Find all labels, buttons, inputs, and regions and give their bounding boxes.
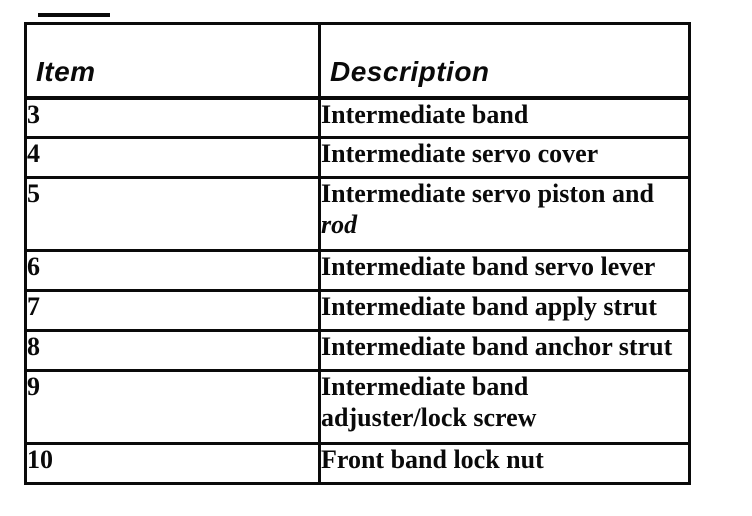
description-line1: Front band lock nut (321, 445, 544, 475)
description-cell: Intermediate servo cover (318, 136, 691, 179)
item-cell: 3 (24, 96, 321, 139)
description-cell: Front band lock nut (318, 442, 691, 485)
item-cell: 10 (24, 442, 321, 485)
description-cell: Intermediate band adjuster/lock screw (318, 369, 691, 445)
item-cell: 6 (24, 249, 321, 292)
description-cell: Intermediate servo piston and rod (318, 176, 691, 252)
table-row: 10 Front band lock nut (24, 442, 691, 485)
description-cell: Intermediate band (318, 96, 691, 139)
description-line1: Intermediate band anchor strut (321, 332, 673, 362)
description-line1: Intermediate band servo lever (321, 252, 656, 282)
description-cell: Intermediate band apply strut (318, 289, 691, 332)
header-row: Item Description (24, 22, 691, 100)
table-row: 6 Intermediate band servo lever (24, 249, 691, 292)
description-line1: Intermediate band apply strut (321, 292, 657, 322)
item-cell: 8 (24, 329, 321, 372)
table-row: 3 Intermediate band (24, 96, 691, 139)
table-row: 4 Intermediate servo cover (24, 136, 691, 179)
scan-artifact-mark (38, 13, 110, 17)
table-row: 9 Intermediate band adjuster/lock screw (24, 369, 691, 445)
description-line1: Intermediate servo piston and (321, 179, 654, 209)
description-line1: Intermediate servo cover (321, 139, 599, 169)
item-cell: 5 (24, 176, 321, 252)
item-cell: 4 (24, 136, 321, 179)
parts-table: Item Description 3 Intermediate band 4 I… (24, 22, 691, 485)
table-row: 5 Intermediate servo piston and rod (24, 176, 691, 252)
description-cell: Intermediate band servo lever (318, 249, 691, 292)
description-column-header: Description (318, 22, 691, 100)
item-column-header: Item (24, 22, 321, 100)
description-line2: adjuster/lock screw (321, 402, 537, 432)
description-line1: Intermediate band (321, 99, 529, 129)
description-line1: Intermediate band (321, 372, 529, 402)
item-cell: 7 (24, 289, 321, 332)
item-cell: 9 (24, 369, 321, 445)
description-cell: Intermediate band anchor strut (318, 329, 691, 372)
description-line2: rod (321, 209, 358, 239)
table-row: 7 Intermediate band apply strut (24, 289, 691, 332)
table-row: 8 Intermediate band anchor strut (24, 329, 691, 372)
